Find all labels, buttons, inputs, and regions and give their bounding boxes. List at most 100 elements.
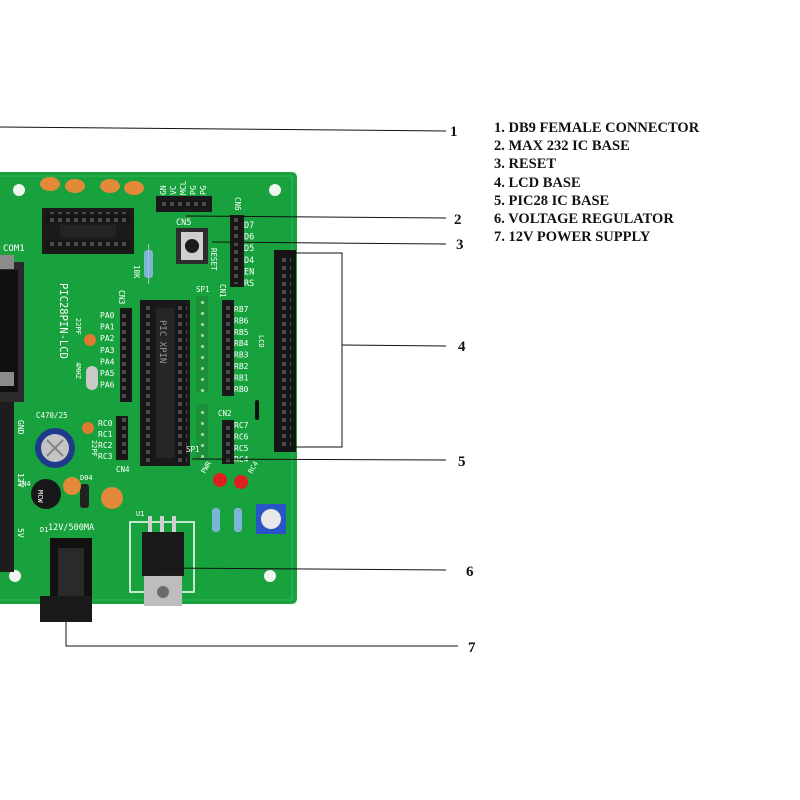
- pin-label: PA2: [100, 334, 115, 343]
- db9-connector: [0, 255, 24, 402]
- callout-number-3: 3: [456, 237, 464, 253]
- pin-label: RB1: [234, 373, 249, 382]
- label-d04: D04: [80, 474, 93, 482]
- label-d1: D1: [40, 526, 48, 534]
- crystal: [86, 366, 98, 390]
- cn6-header: [230, 215, 244, 287]
- board-title: PIC28PIN-LCD: [57, 283, 69, 359]
- callout-number-1: 1: [450, 124, 458, 140]
- pin-label: PA5: [100, 369, 115, 378]
- pin-label: D7: [244, 221, 254, 231]
- pin-label: PA0: [100, 311, 115, 320]
- label-cn1: CN1: [218, 284, 227, 298]
- pin-label: RB5: [234, 328, 249, 337]
- pin-label: RB7: [234, 305, 249, 314]
- label-in4: IN4: [18, 480, 31, 488]
- pin-label: EN: [244, 267, 254, 277]
- resistor: [234, 508, 242, 532]
- pa-header: [120, 308, 132, 402]
- legend-item: 5. PIC28 IC BASE: [494, 192, 610, 209]
- callout-number-6: 6: [466, 564, 474, 580]
- callout-line-6: [159, 567, 447, 571]
- label-12v: 12V: [16, 473, 25, 488]
- capacitor-22pf-2: [82, 422, 94, 434]
- label-5v: 5V: [16, 528, 25, 538]
- chip-marking: PIC XPIN: [157, 320, 167, 363]
- programming-header: [156, 196, 212, 212]
- capacitor-small: [63, 477, 81, 495]
- label-sp1-bottom: SP1: [186, 445, 200, 454]
- callout-line-4: [296, 252, 343, 448]
- label-cn6: CN6: [233, 197, 242, 211]
- pin-label: RC2: [98, 441, 113, 450]
- sp1-strip: [196, 296, 208, 460]
- pin-label: GN: [159, 185, 168, 195]
- pin-label: RC1: [98, 430, 113, 439]
- pin-label: D4: [244, 256, 254, 266]
- legend-item: 2. MAX 232 IC BASE: [494, 138, 630, 155]
- pin-label: RB4: [234, 339, 249, 348]
- label-gnd: GND: [16, 420, 25, 435]
- label-u1: U1: [136, 510, 144, 518]
- pin-label: PA4: [100, 357, 115, 366]
- legend-item: 1. DB9 FEMALE CONNECTOR: [494, 120, 700, 136]
- callout-line-1: [0, 126, 447, 132]
- bridge-rectifier: [31, 479, 61, 509]
- callout-line-2: [185, 215, 447, 219]
- pin-label: RC4: [234, 455, 249, 464]
- pic28-ic-base: [140, 300, 190, 466]
- max232-ic-base: [42, 208, 134, 254]
- pin-label: RS: [244, 279, 254, 289]
- label-cn5: CN5: [176, 218, 191, 228]
- trim-potentiometer: [256, 504, 286, 534]
- pin-label: RC0: [98, 419, 113, 428]
- label-22pf-bottom: 22PF: [90, 440, 98, 457]
- callout-line-5: [191, 458, 447, 461]
- lcd-base: [274, 250, 296, 452]
- pin-label: PG: [189, 185, 198, 195]
- top-capacitors: [40, 177, 144, 195]
- label-reset: RESET: [209, 248, 218, 271]
- capacitor-470: [35, 428, 75, 468]
- pin-label: RC5: [234, 444, 249, 453]
- pin-label: PA3: [100, 346, 115, 355]
- callout-number-5: 5: [458, 454, 466, 470]
- legend-item: 7. 12V POWER SUPPLY: [494, 229, 651, 246]
- pin-label: RC6: [234, 432, 249, 441]
- pin-label: RB3: [234, 351, 249, 360]
- callout-number-7: 7: [468, 640, 476, 656]
- resistor: [212, 508, 220, 532]
- leds: [213, 473, 248, 489]
- mount-hole: [13, 184, 25, 196]
- mount-hole: [269, 184, 281, 196]
- pin-label: PA6: [100, 381, 115, 390]
- mount-hole: [264, 570, 276, 582]
- label-sp1: SP1: [196, 285, 210, 294]
- label-c470: C470/25: [36, 411, 68, 420]
- reset-button: [176, 228, 208, 264]
- legend-item: 6. VOLTAGE REGULATOR: [494, 211, 674, 228]
- label-22pf-top: 22PF: [74, 318, 82, 335]
- pin-label: RC7: [234, 421, 249, 430]
- label-lcd: LCD: [257, 335, 265, 348]
- pin-label: RC3: [98, 452, 113, 461]
- pin-label: RB0: [234, 385, 249, 394]
- capacitor-22pf: [84, 334, 96, 346]
- label-cn2: CN2: [218, 409, 232, 418]
- label-bridge: MCW: [36, 490, 44, 503]
- resistor-10k: [144, 244, 153, 284]
- label-10k: 10K: [132, 265, 141, 279]
- legend-item: 3. RESET: [494, 156, 557, 173]
- label-crystal: 4MHZ: [74, 362, 82, 379]
- pin-label: D5: [244, 244, 254, 254]
- callout-line-3: [211, 241, 447, 245]
- label-ps: 12V/500MA: [48, 523, 94, 533]
- rb-header: [222, 300, 234, 396]
- callout-number-4: 4: [458, 339, 466, 355]
- diode: [80, 484, 89, 508]
- legend-list: 1. DB9 FEMALE CONNECTOR 2. MAX 232 IC BA…: [494, 119, 699, 246]
- mount-hole: [9, 570, 21, 582]
- label-com1: COM1: [3, 244, 25, 254]
- callout-lines: [0, 126, 458, 647]
